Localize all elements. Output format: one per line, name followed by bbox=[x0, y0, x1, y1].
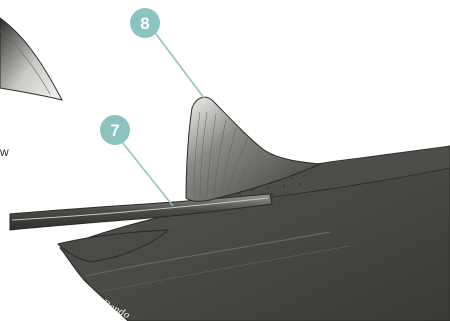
callout-7-leader bbox=[122, 142, 173, 206]
callout-8-number: 8 bbox=[140, 14, 149, 33]
callout-7: 7 bbox=[100, 115, 130, 145]
partial-caption-text: w bbox=[0, 145, 9, 159]
callout-8: 8 bbox=[130, 8, 160, 38]
inset-fin-drawing bbox=[0, 18, 62, 100]
callout-7-number: 7 bbox=[110, 121, 119, 140]
callout-8-leader bbox=[153, 30, 204, 98]
